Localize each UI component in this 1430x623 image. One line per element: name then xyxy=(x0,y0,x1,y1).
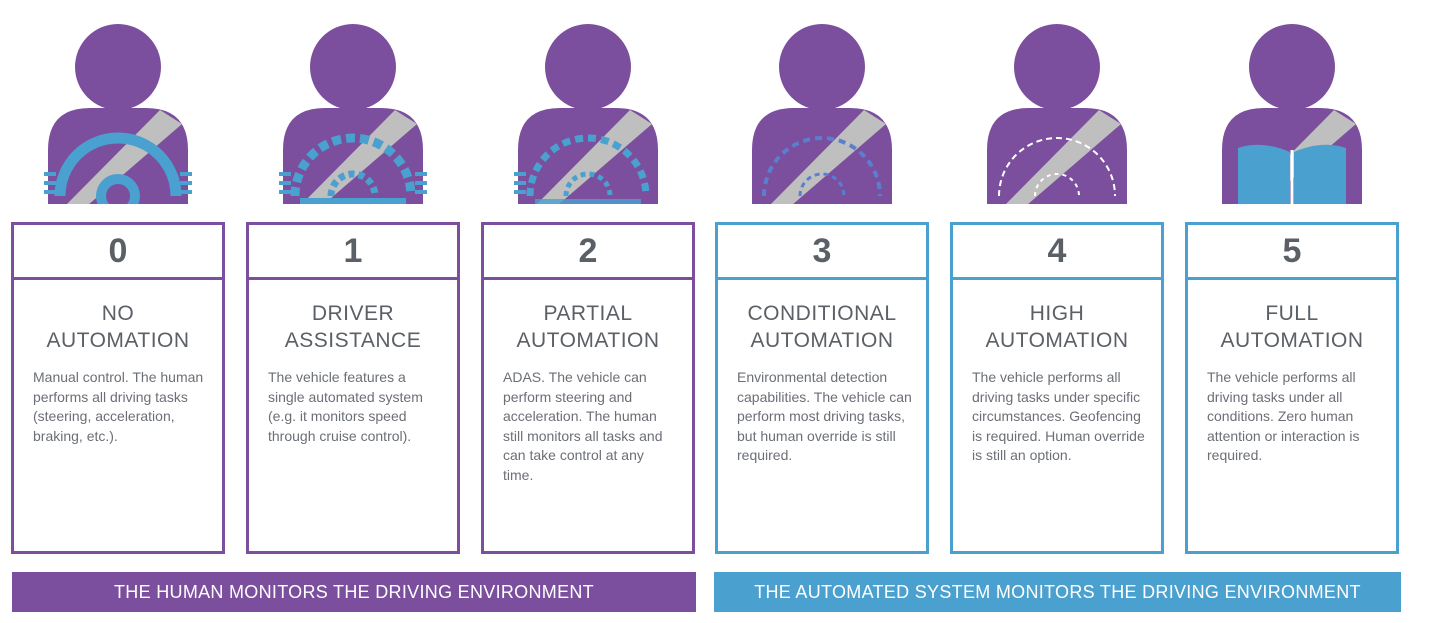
level-card-3: 3 CONDITIONAL AUTOMATION Environmental d… xyxy=(715,222,929,554)
level-description: The vehicle performs all driving tasks u… xyxy=(1207,369,1360,463)
level-card-5: 5 FULL AUTOMATION The vehicle performs a… xyxy=(1185,222,1399,554)
level-title: DRIVER ASSISTANCE xyxy=(284,302,422,352)
level-title: FULL AUTOMATION xyxy=(1220,302,1364,352)
level-description: Environmental detection capabilities. Th… xyxy=(737,369,912,463)
level-card-1: 1 DRIVER ASSISTANCE The vehicle features… xyxy=(246,222,460,554)
level-title: PARTIAL AUTOMATION xyxy=(516,302,660,352)
driver-faint-steering-wheel-icon xyxy=(987,24,1127,204)
driver-dashed-steering-wheel-icon-2 xyxy=(514,24,658,204)
level-description: Manual control. The human performs all d… xyxy=(33,369,204,444)
driver-dashed-steering-wheel-icon-3 xyxy=(752,24,892,204)
level-description: ADAS. The vehicle can perform steering a… xyxy=(503,369,663,483)
level-number: 0 xyxy=(14,225,222,280)
driver-dashed-steering-wheel-icon xyxy=(279,24,427,204)
level-number: 4 xyxy=(953,225,1161,280)
level-card-4: 4 HIGH AUTOMATION The vehicle performs a… xyxy=(950,222,1164,554)
level-title: HIGH AUTOMATION xyxy=(985,302,1129,352)
level-number: 1 xyxy=(249,225,457,280)
system-monitors-band: THE AUTOMATED SYSTEM MONITORS THE DRIVIN… xyxy=(714,572,1401,612)
level-card-2: 2 PARTIAL AUTOMATION ADAS. The vehicle c… xyxy=(481,222,695,554)
level-description: The vehicle features a single automated … xyxy=(268,369,423,444)
level-number: 3 xyxy=(718,225,926,280)
level-number: 5 xyxy=(1188,225,1396,280)
human-monitors-band: THE HUMAN MONITORS THE DRIVING ENVIRONME… xyxy=(12,572,696,612)
level-number: 2 xyxy=(484,225,692,280)
driver-icons-row xyxy=(44,24,1362,204)
level-title: CONDITIONAL AUTOMATION xyxy=(747,302,897,352)
level-description: The vehicle performs all driving tasks u… xyxy=(972,369,1145,463)
level-card-0: 0 NO AUTOMATION Manual control. The huma… xyxy=(11,222,225,554)
driver-solid-steering-wheel-icon xyxy=(44,24,192,204)
driver-reading-book-icon xyxy=(1222,24,1362,204)
level-title: NO AUTOMATION xyxy=(46,302,190,352)
